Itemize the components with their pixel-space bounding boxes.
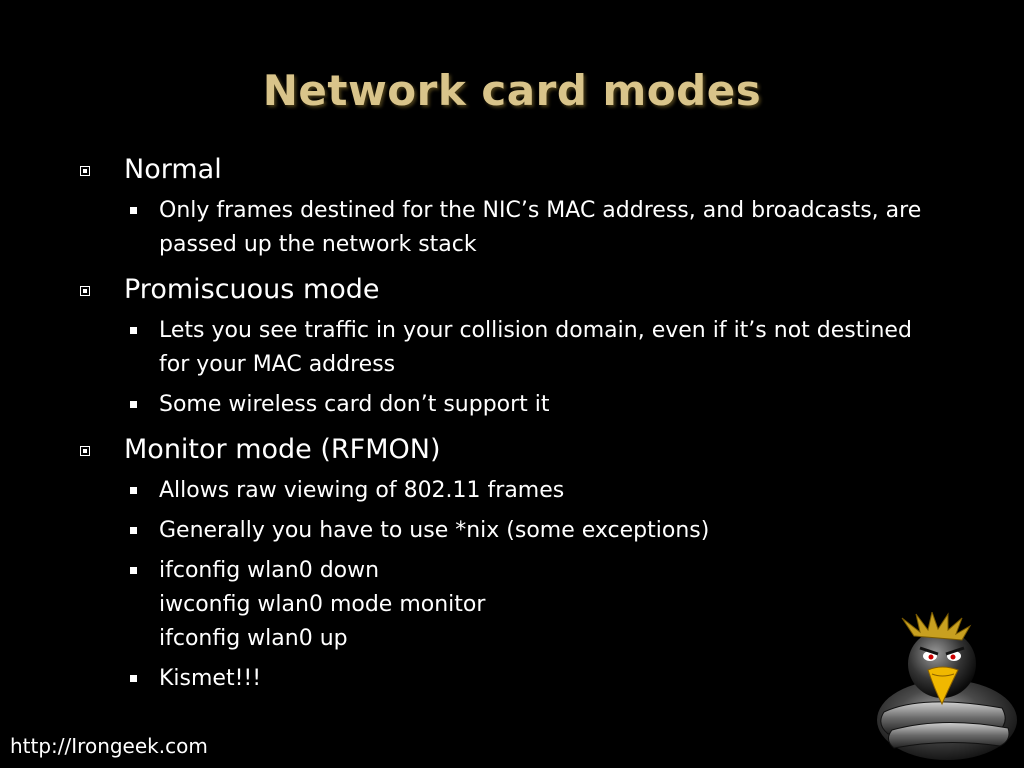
- sub-bullet-line: Lets you see traffic in your collision d…: [159, 318, 912, 343]
- sub-bullet-line: Kismet!!!: [159, 666, 262, 691]
- small-square-bullet-icon: [130, 675, 137, 682]
- footer-url: http://Irongeek.com: [10, 734, 208, 758]
- square-bullet-icon: [80, 166, 90, 176]
- sub-bullet: Allows raw viewing of 802.11 frames: [80, 474, 960, 508]
- sub-bullet-line: for your MAC address: [159, 352, 396, 377]
- bullet-heading: Monitor mode (RFMON): [124, 434, 441, 465]
- small-square-bullet-icon: [130, 401, 137, 408]
- sub-bullet: Kismet!!!: [80, 662, 960, 696]
- sub-bullet: Only frames destined for the NIC’s MAC a…: [80, 194, 960, 262]
- small-square-bullet-icon: [130, 207, 137, 214]
- sub-bullet: ifconfig wlan0 down iwconfig wlan0 mode …: [80, 554, 960, 656]
- bullet-heading: Promiscuous mode: [124, 274, 380, 305]
- sub-bullet-line: ifconfig wlan0 down: [159, 558, 380, 583]
- sub-bullet-line: iwconfig wlan0 mode monitor: [159, 592, 486, 617]
- sub-bullet-line: Only frames destined for the NIC’s MAC a…: [159, 198, 922, 223]
- sub-bullet-line: Allows raw viewing of 802.11 frames: [159, 478, 565, 503]
- slide-title: Network card modes: [262, 66, 762, 115]
- small-square-bullet-icon: [130, 527, 137, 534]
- bullet-monitor: Monitor mode (RFMON): [80, 432, 960, 468]
- small-square-bullet-icon: [130, 487, 137, 494]
- bullet-normal: Normal: [80, 152, 960, 188]
- square-bullet-icon: [80, 446, 90, 456]
- sub-bullet: Some wireless card don’t support it: [80, 388, 960, 422]
- sub-bullet-line: Some wireless card don’t support it: [159, 392, 550, 417]
- square-bullet-icon: [80, 286, 90, 296]
- small-square-bullet-icon: [130, 567, 137, 574]
- bullet-heading: Normal: [124, 154, 222, 185]
- sub-bullet: Lets you see traffic in your collision d…: [80, 314, 960, 382]
- sub-bullet-line: ifconfig wlan0 up: [159, 626, 348, 651]
- bullet-promiscuous: Promiscuous mode: [80, 272, 960, 308]
- sub-bullet-line: Generally you have to use *nix (some exc…: [159, 518, 710, 543]
- sub-bullet: Generally you have to use *nix (some exc…: [80, 514, 960, 548]
- bullet-list: Normal Only frames destined for the NIC’…: [80, 152, 960, 696]
- sub-bullet-line: passed up the network stack: [159, 232, 477, 257]
- penguin-mascot-icon: [877, 612, 1017, 760]
- small-square-bullet-icon: [130, 327, 137, 334]
